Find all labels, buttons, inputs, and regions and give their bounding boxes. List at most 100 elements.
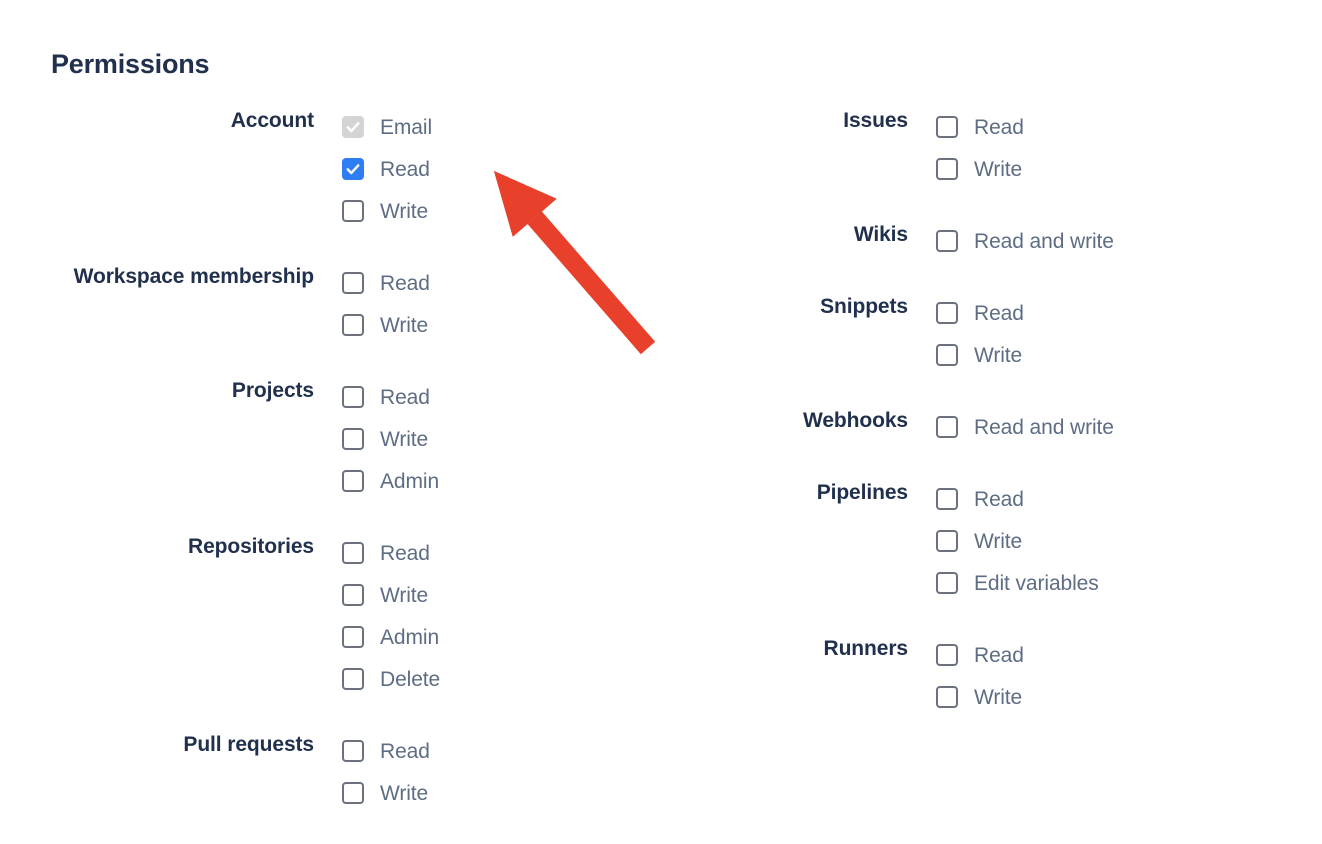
permission-group-label: Pipelines [816,481,908,504]
permission-option-row[interactable]: Read [342,148,660,190]
checkbox-unchecked-icon[interactable] [342,200,364,222]
permission-option-label: Email [380,115,433,139]
checkbox-unchecked-icon[interactable] [936,644,958,666]
permission-group-label: Projects [231,379,314,402]
checkbox-unchecked-icon[interactable] [342,584,364,606]
permission-option-row[interactable]: Write [342,190,660,232]
checkbox-unchecked-icon[interactable] [936,116,958,138]
permission-option-row[interactable]: Write [936,148,1254,190]
permission-option-label: Write [380,199,429,223]
checkbox-unchecked-icon[interactable] [936,488,958,510]
permission-option-row[interactable]: Write [342,772,660,814]
checkbox-unchecked-icon[interactable] [342,314,364,336]
checkbox-unchecked-icon[interactable] [936,572,958,594]
checkbox-unchecked-icon[interactable] [936,416,958,438]
permission-group: Webhooks Read and write [594,404,1254,448]
permission-option-label: Read [380,157,430,181]
permission-group-label: Workspace membership [73,265,314,288]
permission-option-row[interactable]: Write [936,520,1254,562]
checkbox-unchecked-icon[interactable] [936,344,958,366]
checkbox-checked-icon[interactable] [342,158,364,180]
permission-option-list: Read and write [936,218,1254,262]
checkbox-unchecked-icon[interactable] [342,668,364,690]
checkbox-unchecked-icon[interactable] [936,230,958,252]
permission-option-row[interactable]: Write [936,334,1254,376]
permission-option-row[interactable]: Edit variables [936,562,1254,604]
permission-option-label: Delete [380,667,441,691]
permission-group-label: Account [230,109,314,132]
permission-option-row[interactable]: Write [342,574,660,616]
permission-option-row[interactable]: Read [936,634,1254,676]
permission-option-label: Write [380,427,429,451]
permission-option-label: Write [974,343,1023,367]
permission-option-label: Read and write [974,229,1114,253]
checkbox-unchecked-icon[interactable] [342,386,364,408]
checkbox-unchecked-icon[interactable] [342,782,364,804]
checkbox-unchecked-icon[interactable] [936,302,958,324]
permission-option-label: Read [974,487,1024,511]
permission-option-row[interactable]: Delete [342,658,660,700]
permission-group-label: Wikis [853,223,908,246]
permission-option-row[interactable]: Read [342,730,660,772]
permission-option-label: Read [974,643,1024,667]
permission-option-label: Write [974,685,1023,709]
checkbox-unchecked-icon[interactable] [342,428,364,450]
permission-option-row[interactable]: Write [342,304,660,346]
permission-option-row[interactable]: Read [936,292,1254,334]
permission-option-row[interactable]: Email [342,106,660,148]
permission-option-label: Read [380,541,430,565]
permission-group-label: Snippets [820,295,908,318]
checkbox-unchecked-icon[interactable] [936,530,958,552]
checkbox-unchecked-icon[interactable] [342,740,364,762]
permission-option-row[interactable]: Read and write [936,406,1254,448]
permission-group-label: Webhooks [803,409,908,432]
permission-group: Wikis Read and write [594,218,1254,262]
page-title: Permissions [51,49,210,79]
checkbox-unchecked-icon[interactable] [936,686,958,708]
permission-group-label: Pull requests [183,733,314,756]
permission-option-row[interactable]: Write [342,418,660,460]
permission-option-label: Read [380,385,430,409]
permission-option-label: Edit variables [974,571,1099,595]
permission-option-row[interactable]: Read and write [936,220,1254,262]
permission-option-label: Read and write [974,415,1114,439]
permission-group-label: Repositories [188,535,314,558]
permission-option-label: Read [974,115,1024,139]
checkbox-unchecked-icon[interactable] [342,626,364,648]
permission-option-label: Write [380,583,429,607]
permission-option-row[interactable]: Read [936,106,1254,148]
permission-option-row[interactable]: Admin [342,616,660,658]
permission-option-list: Read and write [936,404,1254,448]
permission-option-row[interactable]: Read [342,532,660,574]
permission-option-label: Write [974,157,1023,181]
permission-option-row[interactable]: Admin [342,460,660,502]
checkbox-unchecked-icon[interactable] [342,470,364,492]
checkbox-unchecked-icon[interactable] [936,158,958,180]
permission-option-row[interactable]: Read [936,478,1254,520]
checkbox-unchecked-icon[interactable] [342,272,364,294]
checkbox-unchecked-icon[interactable] [342,542,364,564]
permission-option-row[interactable]: Read [342,262,660,304]
permission-option-row[interactable]: Write [936,676,1254,718]
permission-option-row[interactable]: Read [342,376,660,418]
permission-option-label: Read [380,271,430,295]
